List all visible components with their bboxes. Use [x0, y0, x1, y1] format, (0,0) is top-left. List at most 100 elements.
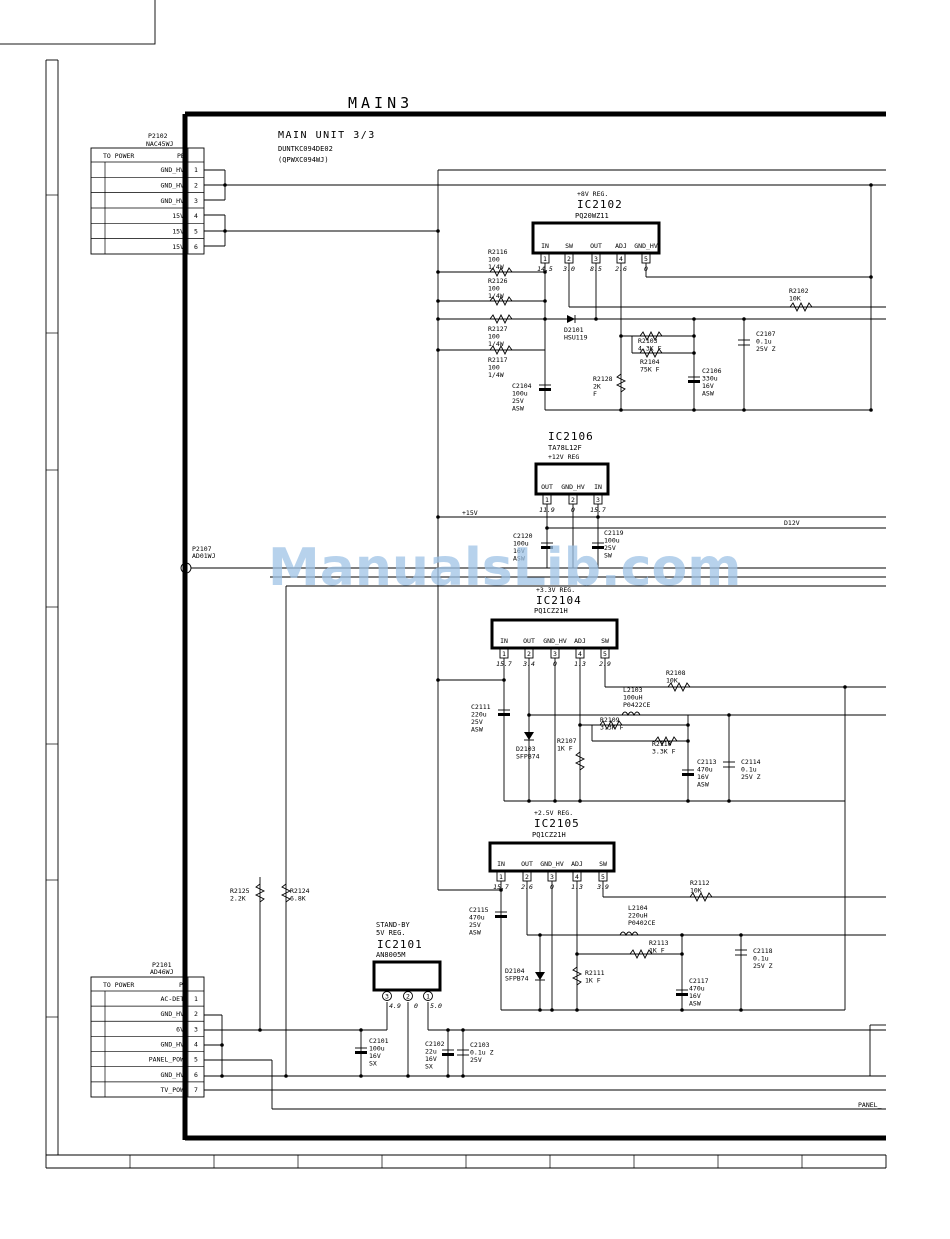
connector-pin-number: 2 [194, 1010, 198, 1018]
ic-pin-number: 1 [426, 993, 430, 1001]
component-label-c2111: ASW [471, 726, 483, 734]
ic-ref: IC2106 [548, 430, 594, 443]
component-label-r2127: 1/4W [488, 340, 504, 348]
ic-pin-name: IN [497, 860, 505, 868]
connector-pin-number: 4 [194, 212, 198, 220]
component-label-d2101: D2101 [564, 326, 584, 334]
component-label-c2113: 16V [697, 773, 709, 781]
component-label-r2127: R2127 [488, 325, 508, 333]
component-label-c2119: 100u [604, 537, 620, 545]
component-label-c2120: ASW [513, 555, 525, 563]
ic-pin-name: OUT [541, 483, 553, 491]
p2107-ref: P2107 [192, 545, 212, 553]
component-label-r2116: 100 [488, 256, 500, 264]
component-label-c2119: SW [604, 552, 612, 560]
connector-pin-number: 7 [194, 1086, 198, 1094]
ic2106: IC2106 TA78L12F +12V REG OUT111.9GND_HV2… [534, 430, 610, 514]
p2107-type: AD01WJ [192, 552, 216, 560]
ic-desc: +2.5V REG. [534, 809, 573, 817]
ic2101: STAND-BY 5V REG. IC2101 AN8005M 34.92015… [372, 921, 442, 1010]
component-label-c2107: 0.1u [756, 338, 772, 346]
component-label-r2116: 1/4W [488, 263, 504, 271]
component-label-l2103: P0422CE [623, 701, 650, 709]
component-label-r2128: 2K [593, 383, 601, 391]
ic2102: +8V REG. IC2102 PQ20WZ11 IN114.5SW23.0OU… [531, 190, 661, 273]
ic-pin-voltage: 4.9 [389, 1002, 401, 1010]
ic-pin-name: OUT [523, 637, 535, 645]
ic-ref: IC2102 [577, 198, 623, 211]
ic-pin-number: 1 [502, 650, 506, 658]
component-label-c2102: 16V [425, 1055, 437, 1063]
component-label-c2107: C2107 [756, 330, 776, 338]
component-label-c2118: 0.1u [753, 955, 769, 963]
component-label-r2109: 3.3K F [600, 724, 624, 732]
component-label-r2109: R2109 [600, 716, 620, 724]
component-label-l2103: L2103 [623, 686, 643, 694]
component-label-r2104: R2104 [640, 358, 660, 366]
ic-pin-name: IN [500, 637, 508, 645]
connector-pin-number: 3 [194, 1025, 198, 1033]
connector-type: AD46WJ [150, 968, 174, 976]
connector-pin-number: 5 [194, 227, 198, 235]
component-label-c2103: 0.1u Z [470, 1049, 494, 1057]
connector-pin-name: GND_HV [161, 197, 185, 205]
ic-desc-2: 5V REG. [376, 929, 406, 937]
ic-pin-number: 1 [545, 496, 549, 504]
connector-pin-name: 6V [176, 1025, 184, 1033]
component-label-c2111: 220u [471, 711, 487, 719]
ic-ref: IC2101 [377, 938, 423, 951]
ic-pin-number: 5 [644, 255, 648, 263]
component-label-c2106: 330u [702, 375, 718, 383]
connector-pin-number: 6 [194, 1071, 198, 1079]
component-label-r2126: R2126 [488, 277, 508, 285]
component-label-c2117: 16V [689, 992, 701, 1000]
ic-pin-name: IN [541, 242, 549, 250]
ic-pin-name: SW [565, 242, 573, 250]
component-label-r2126: 1/4W [488, 292, 504, 300]
component-label-c2113: C2113 [697, 758, 717, 766]
ic-pin-name: ADJ [615, 242, 627, 250]
component-label-r2117: 100 [488, 364, 500, 372]
component-label-r2126: 100 [488, 285, 500, 293]
connector-pin-name: GND_HV [161, 1040, 185, 1048]
ic-pin-number: 3 [553, 650, 557, 658]
component-label-c2114: 0.1u [741, 766, 757, 774]
component-label-c2113: ASW [697, 781, 709, 789]
component-label-r2124: 6.8K [290, 895, 306, 903]
component-label-c2120: 100u [513, 540, 529, 548]
ic-pin-number: 5 [601, 873, 605, 881]
connector-pin-number: 3 [194, 197, 198, 205]
net-15v-label: +15V [462, 509, 478, 517]
ic2105: +2.5V REG. IC2105 PQ1CZ21H IN115.7OUT22.… [488, 809, 616, 891]
ic2104: +3.3V REG. IC2104 PQ1CZ21H IN115.7OUT23.… [490, 586, 619, 668]
connector-header-left: TO POWER [103, 152, 134, 160]
component-label-r2125: 2.2K [230, 895, 246, 903]
connector-pin-name: PANEL_POW [149, 1056, 184, 1064]
component-label-c2104: 25V [512, 397, 524, 405]
ic2102-circuit [436, 183, 886, 412]
component-label-c2101: 100u [369, 1045, 385, 1053]
component-label-c2115: C2115 [469, 906, 489, 914]
connector-pin-number: 5 [194, 1056, 198, 1064]
component-label-r2107: 1K F [557, 745, 573, 753]
component-label-l2104: P0402CE [628, 919, 655, 927]
component-label-r2104: 75K F [640, 366, 660, 374]
component-label-c2120: 16V [513, 547, 525, 555]
ic2104-circuit [436, 658, 886, 1010]
ic-pin-number: 1 [499, 873, 503, 881]
component-label-l2104: 220uH [628, 912, 648, 920]
ic-pin-number: 2 [571, 496, 575, 504]
connector-pin-number: 6 [194, 243, 198, 251]
connector-pin-name: 15V [172, 243, 184, 251]
ic-pin-voltage: 0 [414, 1002, 418, 1010]
sheet-title: MAIN3 [348, 94, 413, 112]
connector-pin-number: 2 [194, 181, 198, 189]
ic-pin-number: 2 [527, 650, 531, 658]
connector-pin-name: GND_HV [161, 1010, 185, 1018]
ic-pin-number: 4 [619, 255, 623, 263]
net-d12v-label: D12V [784, 519, 800, 527]
connector-pin-name: TV_POW [161, 1086, 185, 1094]
net-panel-label: PANEL_ [858, 1101, 882, 1109]
ic-pin-number: 5 [603, 650, 607, 658]
